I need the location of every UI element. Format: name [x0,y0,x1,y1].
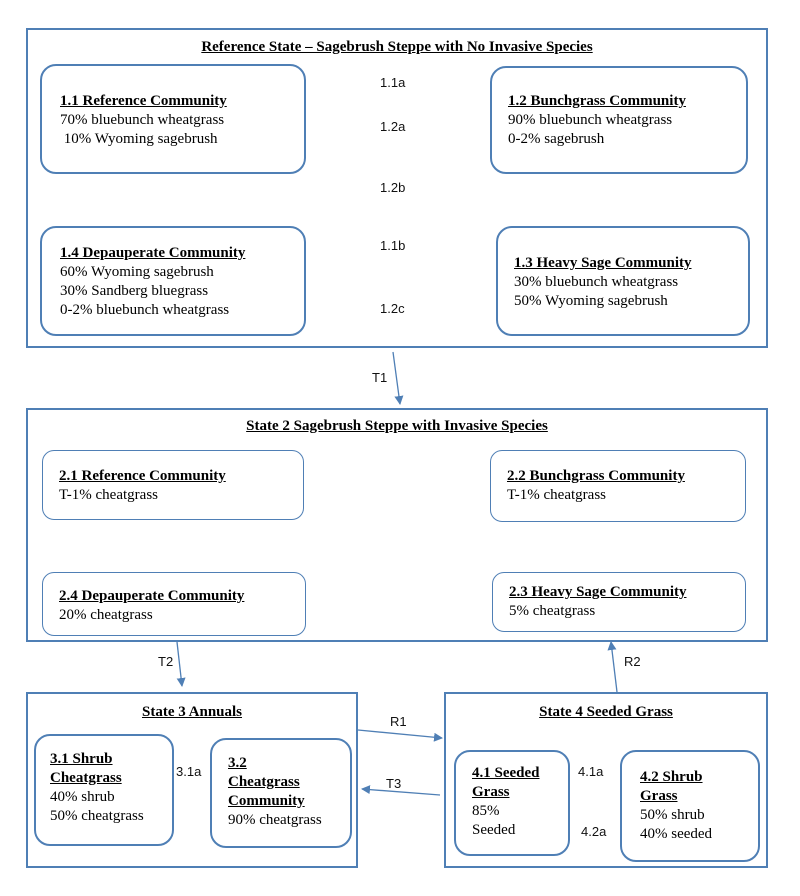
community-4-1-title-2: Grass [472,784,510,800]
community-3-1: 3.1 Shrub Cheatgrass 40% shrub 50% cheat… [34,734,174,846]
community-1-4-line-3: 0-2% bluebunch wheatgrass [60,302,230,318]
community-3-2-title-1: 3.2 [228,755,247,771]
arrow-R2 [607,641,618,693]
label-1-1a: 1.1a [380,75,406,90]
community-1-2-line-1: 90% bluebunch wheatgrass [508,112,673,128]
state-3-title: State 3 Annuals [141,704,243,720]
community-3-1-line-2: 50% cheatgrass [50,808,144,824]
community-3-2-title-3: Community [228,793,305,809]
community-2-1-line-1: T-1% cheatgrass [59,487,158,503]
community-2-2: 2.2 Bunchgrass Community T-1% cheatgrass [490,450,746,522]
community-2-2-title: 2.2 Bunchgrass Community [507,468,685,484]
community-1-4-line-1: 60% Wyoming sagebrush [60,264,214,280]
label-T2: T2 [158,654,174,669]
label-1-2b: 1.2b [380,180,406,195]
community-1-3-line-2: 50% Wyoming sagebrush [514,293,668,309]
community-4-2: 4.2 Shrub Grass 50% shrub 40% seeded [620,750,760,862]
community-2-4-title: 2.4 Depauperate Community [59,588,245,604]
community-4-2-title-1: 4.2 Shrub [640,769,703,785]
community-4-1-line-1: 85% [472,803,500,819]
community-1-3-title: 1.3 Heavy Sage Community [514,255,692,271]
community-2-2-line-1: T-1% cheatgrass [507,487,606,503]
community-1-3: 1.3 Heavy Sage Community 30% bluebunch w… [496,226,750,336]
state-2-title: State 2 Sagebrush Steppe with Invasive S… [246,418,548,434]
label-1-2a: 1.2a [380,119,406,134]
community-1-1-line-2: 10% Wyoming sagebrush [60,131,218,147]
community-2-4-line-1: 20% cheatgrass [59,607,153,623]
label-R2: R2 [624,654,641,669]
label-4-1a: 4.1a [578,764,604,779]
community-2-1: 2.1 Reference Community T-1% cheatgrass [42,450,304,520]
community-1-2-title: 1.2 Bunchgrass Community [508,93,686,109]
community-4-1-title-1: 4.1 Seeded [472,765,540,781]
community-3-1-line-1: 40% shrub [50,789,115,805]
community-2-3-title: 2.3 Heavy Sage Community [509,584,687,600]
community-2-3-line-1: 5% cheatgrass [509,603,596,619]
label-4-2a: 4.2a [581,824,607,839]
community-3-2-title-2: Cheatgrass [228,774,300,790]
community-3-2: 3.2 Cheatgrass Community 90% cheatgrass [210,738,352,848]
community-2-1-title: 2.1 Reference Community [59,468,226,484]
community-2-3: 2.3 Heavy Sage Community 5% cheatgrass [492,572,746,632]
label-T1: T1 [372,370,388,385]
label-3-1a: 3.1a [176,764,202,779]
community-3-2-line-1: 90% cheatgrass [228,812,322,828]
community-4-2-title-2: Grass [640,788,678,804]
community-1-1: 1.1 Reference Community 70% bluebunch wh… [40,64,306,174]
community-1-2: 1.2 Bunchgrass Community 90% bluebunch w… [490,66,748,174]
community-4-2-line-2: 40% seeded [640,826,713,842]
community-4-1-line-2: Seeded [472,822,516,838]
reference-state-title: Reference State – Sagebrush Steppe with … [201,39,593,55]
community-1-4-line-2: 30% Sandberg bluegrass [60,283,209,299]
arrow-T2 [176,641,186,687]
community-1-2-line-2: 0-2% sagebrush [508,131,605,147]
arrow-T1 [392,351,404,405]
label-1-2c: 1.2c [380,301,405,316]
arrow-T3 [361,785,441,796]
community-1-4: 1.4 Depauperate Community 60% Wyoming sa… [40,226,306,336]
community-1-4-title: 1.4 Depauperate Community [60,245,246,261]
community-4-2-line-1: 50% shrub [640,807,705,823]
community-3-1-title-1: 3.1 Shrub [50,751,113,767]
label-T3: T3 [386,776,402,791]
label-1-1b: 1.1b [380,238,406,253]
community-3-1-title-2: Cheatgrass [50,770,122,786]
state-4-title: State 4 Seeded Grass [539,704,673,720]
community-1-3-line-1: 30% bluebunch wheatgrass [514,274,679,290]
community-4-1: 4.1 Seeded Grass 85% Seeded [454,750,570,856]
arrow-R1 [357,729,443,742]
community-1-1-title: 1.1 Reference Community [60,93,227,109]
label-R1: R1 [390,714,407,729]
community-1-1-line-1: 70% bluebunch wheatgrass [60,112,225,128]
community-2-4: 2.4 Depauperate Community 20% cheatgrass [42,572,306,636]
